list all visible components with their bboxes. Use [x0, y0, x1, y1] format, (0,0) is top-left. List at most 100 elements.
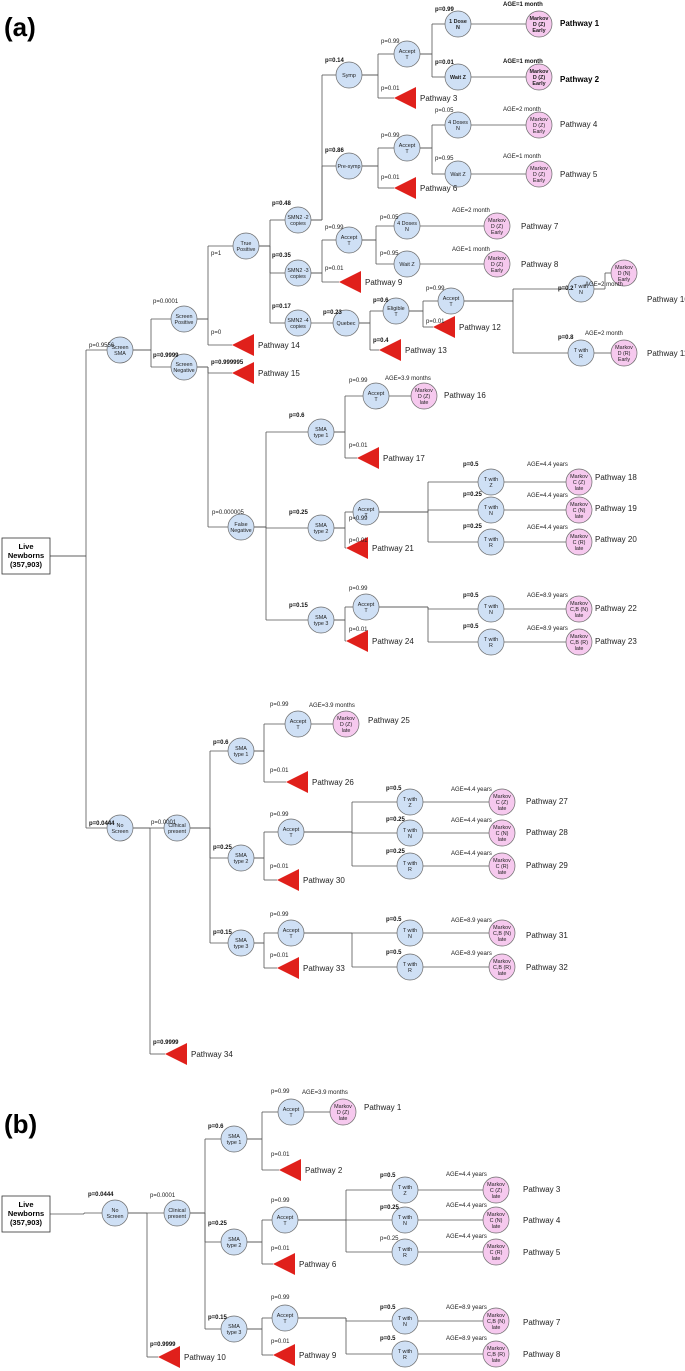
markov-node-m2: [525, 63, 553, 91]
prob-label-p_ctwn3: p=0.5: [386, 917, 402, 923]
b-terminal-pw6: [273, 1253, 295, 1275]
b-markov-node-m1-label: D (Z): [337, 1110, 349, 1116]
b-markov-node-m7-label: Markov: [487, 1313, 505, 1319]
pathway-label-pw15: Pathway 15: [258, 369, 300, 378]
chance-node-ctwn3-label: N: [408, 934, 412, 940]
b-markov-node-m1: [329, 1098, 357, 1126]
markov-node-m27-label: late: [498, 806, 507, 812]
chance-node-sneg-label: Screen: [175, 362, 192, 368]
chance-node-cacc1-label: T: [296, 725, 300, 731]
prob-label-p_ctwn: p=0.25: [386, 817, 406, 823]
pathway-label-pw1: Pathway 1: [560, 19, 600, 28]
chance-node-smn4-label: SMN2 -4: [287, 318, 308, 324]
prob-label-p_sma3: p=0.15: [289, 603, 309, 609]
b-pathway-label-pw10: Pathway 10: [184, 1353, 226, 1362]
chance-node-twr2-label: R: [489, 543, 493, 549]
chance-node-twn1: [567, 275, 595, 303]
pathway-label-pw30: Pathway 30: [303, 876, 345, 885]
age-label-a5: AGE=1 month: [503, 154, 541, 160]
pathway-label-pw7: Pathway 7: [521, 222, 559, 231]
b-markov-node-m4-label: late: [492, 1224, 501, 1230]
markov-node-m28-label: Markov: [493, 825, 511, 831]
b-chance-node-clin-label: present: [168, 1214, 186, 1220]
prob-label-p_waitz2: p=0.95: [435, 156, 454, 162]
prob-label-p_p30: p=0.01: [270, 864, 289, 870]
markov-node-m7-label: Early: [491, 230, 504, 236]
chance-node-waitz2-label: Wait Z: [450, 172, 466, 178]
b-prob-label-p_acc1: p=0.99: [271, 1089, 290, 1095]
b-chance-node-twn-label: N: [403, 1221, 407, 1227]
prob-label-p_sma2: p=0.25: [289, 510, 309, 516]
b-chance-node-clin: [163, 1199, 191, 1227]
prob-label-p_p33: p=0.01: [270, 953, 289, 959]
b-pathway-label-pw9: Pathway 9: [299, 1351, 337, 1360]
b-chance-node-acc1-label: T: [289, 1113, 293, 1119]
chance-node-sma2-label: SMA: [315, 523, 327, 529]
prob-label-p_screen: p=0.9556: [89, 343, 115, 349]
markov-node-m23-label: C,B (R): [570, 640, 588, 646]
markov-node-m5: [525, 160, 553, 188]
chance-node-presymp-label: Pre-symp: [337, 164, 360, 170]
markov-node-m31-label: Markov: [493, 925, 511, 931]
b-prob-label-p_sma1: p=0.6: [208, 1124, 224, 1130]
root-box-a: [1, 537, 51, 575]
b-chance-node-acc1: [277, 1098, 305, 1126]
b-markov-node-m3-label: C (Z): [490, 1188, 502, 1194]
tree-nodes: [101, 10, 638, 1368]
chance-node-cacc3-label: T: [289, 934, 293, 940]
prob-label-p_p34: p=0.9999: [153, 1040, 179, 1046]
chance-node-sma3-label: SMA: [315, 615, 327, 621]
prob-label-p_twr2: p=0.25: [463, 524, 483, 530]
b-prob-label-p_acc3: p=0.99: [271, 1295, 290, 1301]
chance-node-acc2: [393, 134, 421, 162]
prob-label-p_acc7: p=0.99: [349, 586, 368, 592]
chance-node-waitz3-label: Wait Z: [399, 262, 415, 268]
prob-label-p_clin: p=0.0001: [151, 820, 177, 826]
markov-node-m7: [483, 212, 511, 240]
chance-node-ctwz: [396, 788, 424, 816]
chance-node-dose4b: [393, 212, 421, 240]
chance-node-ctwz-label: T with: [403, 797, 417, 803]
pathway-label-pw34: Pathway 34: [191, 1050, 233, 1059]
markov-node-m2-label: D (Z): [533, 75, 545, 81]
markov-node-m22: [565, 595, 593, 623]
chance-node-ctwr3: [396, 953, 424, 981]
markov-node-m27-label: Markov: [493, 794, 511, 800]
terminal-pw21: [346, 537, 368, 559]
age-label-a2: AGE=1 month: [503, 59, 543, 65]
chance-node-elig-label: Eligible: [387, 306, 404, 312]
prob-label-p_acc2: p=0.99: [381, 133, 400, 139]
markov-node-m20: [565, 528, 593, 556]
chance-node-elig-label: T: [394, 312, 398, 318]
b-markov-node-m5-label: Markov: [487, 1244, 505, 1250]
terminal-pw14: [232, 334, 254, 356]
chance-node-spos-label: Positive: [175, 320, 194, 326]
b-chance-node-noscreen: [101, 1199, 129, 1227]
b-chance-node-sma2: [220, 1228, 248, 1256]
chance-node-noscreen-label: Screen: [111, 829, 128, 835]
chance-node-sma2: [307, 514, 335, 542]
chance-node-ctwr: [396, 852, 424, 880]
age-label-a18: AGE=4.4 years: [527, 462, 568, 468]
b-prob-label-p_twn: p=0.25: [380, 1205, 400, 1211]
pathway-label-pw13: Pathway 13: [405, 346, 447, 355]
age-label-a16: AGE=3.9 months: [385, 376, 431, 382]
chance-node-tpos-label: Positive: [237, 247, 256, 253]
markov-node-m31-label: late: [498, 937, 507, 943]
terminal-pw30: [277, 869, 299, 891]
b-terminal-pw9: [273, 1344, 295, 1366]
b-prob-label-p_p2: p=0.01: [271, 1152, 290, 1158]
prob-label-p_acc6: p=0.99: [349, 516, 368, 522]
prob-label-p_p14: p=0: [211, 330, 222, 336]
chance-node-sma2-label: type 2: [314, 529, 329, 535]
prob-label-p_acc5: p=0.99: [349, 378, 368, 384]
chance-node-clin-label: Clinical: [168, 823, 185, 829]
markov-node-m27: [488, 788, 516, 816]
prob-label-p_p3: p=0.01: [381, 86, 400, 92]
markov-node-m16-label: late: [420, 400, 429, 406]
b-chance-node-acc2-label: T: [283, 1221, 287, 1227]
prob-label-p_ctwr: p=0.25: [386, 849, 406, 855]
pathway-label-pw16: Pathway 16: [444, 391, 486, 400]
b-terminal-pw10: [158, 1346, 180, 1368]
prob-label-p_ctwz: p=0.5: [386, 786, 402, 792]
